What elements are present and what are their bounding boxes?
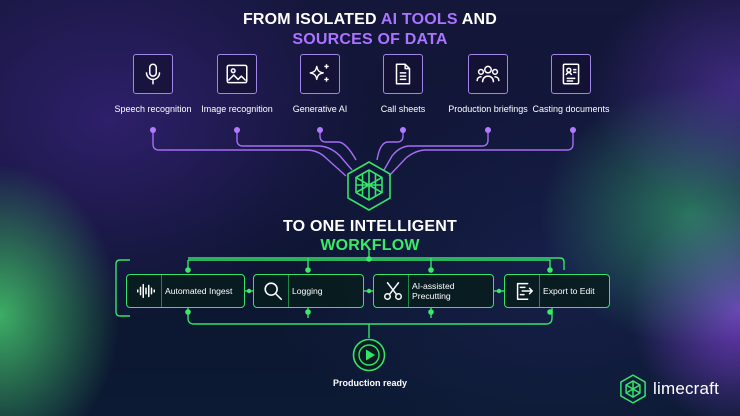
people-icon xyxy=(468,54,508,94)
microphone-icon xyxy=(133,54,173,94)
hub-hexagon-icon xyxy=(344,160,394,212)
step-export-to-edit: Export to Edit xyxy=(504,274,610,308)
heading-line-2: SOURCES OF DATA xyxy=(292,31,448,48)
source-label-call-sheets: Call sheets xyxy=(380,104,426,114)
waveform-icon xyxy=(135,280,157,302)
heading-line-4: WORKFLOW xyxy=(320,237,420,254)
document-icon xyxy=(383,54,423,94)
sparkles-icon xyxy=(300,54,340,94)
brand-name: limecraft xyxy=(653,379,720,398)
source-label-briefings: Production briefings xyxy=(448,104,528,114)
step-automated-ingest: Automated Ingest xyxy=(126,274,245,308)
source-label-speech: Speech recognition xyxy=(114,104,192,114)
source-label-generative: Generative AI xyxy=(292,104,348,114)
step-ai-precutting: AI-assisted Precutting xyxy=(373,274,494,308)
image-icon xyxy=(217,54,257,94)
play-icon xyxy=(352,338,386,372)
step-logging: Logging xyxy=(253,274,364,308)
export-icon xyxy=(513,280,535,302)
production-ready-label: Production ready xyxy=(332,378,407,388)
heading-line-3: TO ONE INTELLIGENT xyxy=(283,218,457,235)
heading-line-1: FROM ISOLATED AI TOOLS AND xyxy=(242,11,498,28)
search-icon xyxy=(262,280,284,302)
source-label-casting: Casting documents xyxy=(532,104,610,114)
limecraft-logo-icon xyxy=(620,374,646,404)
source-label-image: Image recognition xyxy=(201,104,273,114)
id-card-icon xyxy=(551,54,591,94)
brand-logo: limecraft xyxy=(618,374,719,404)
scissors-icon xyxy=(382,280,404,302)
